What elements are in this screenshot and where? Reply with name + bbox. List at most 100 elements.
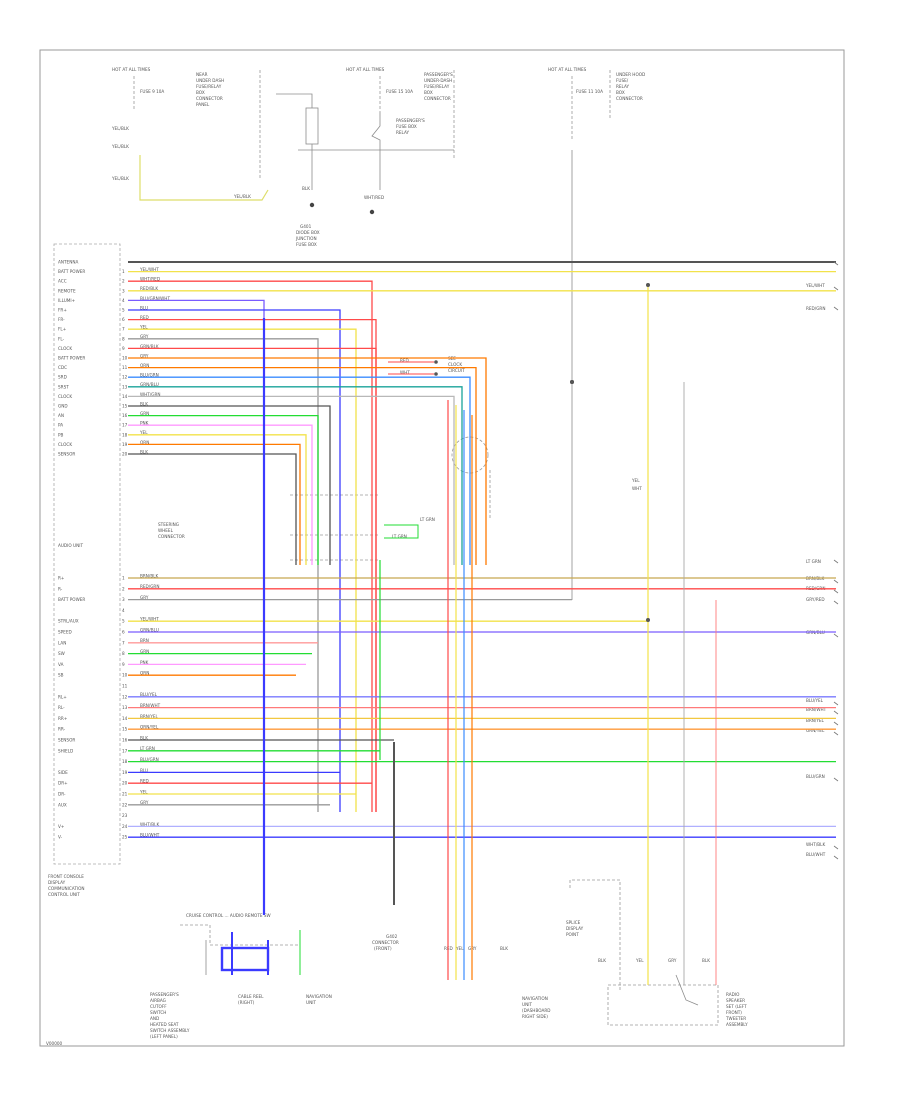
left-sub2-0: NAVIGATION [306,994,332,999]
ground-bottom-2: (FRONT) [374,946,392,951]
fuse-1-wire-1: YEL/BLK [111,144,129,149]
bottom-pin-label-0: R+ [58,576,65,581]
fuse-3-rating: FUSE 11 10A [576,89,603,94]
right-label-top-0: YEL/WHT [805,283,825,288]
relay-coil [305,107,319,145]
right-label-low-4: BLU/GRN [806,774,825,779]
clock-ref-2: CIRCUIT [448,368,465,373]
top-pin-number-8: 8 [122,336,125,341]
bottom-pin-label-6: LAN [58,640,66,645]
fuse-1-desc-3: BOX [196,90,205,95]
left-sub-0: CABLE REEL [238,994,264,999]
top-pin-wire-14: WHT/GRN [140,392,161,397]
fuse-1-desc-0: NEAR [196,72,208,77]
relay-label-0: PASSENGER'S [396,118,425,123]
top-wire-12 [128,376,471,565]
top-pin-label-20: SENSOR [58,452,75,457]
bottom-pin-label-20: DR- [58,792,66,797]
right-label-low-6: BLU/WHT [806,852,826,857]
bottom-pin-label-1: R- [58,586,63,591]
right-assembly-4: TWEETER [725,1016,746,1021]
mid-wire-tag: LT GRN [420,517,435,522]
fuse-1-header: HOT AT ALL TIMES [112,67,151,72]
top-pin-label-19: CLOCK [58,442,72,447]
bottom-pin-wire-18: BLU [140,768,148,773]
top-pin-label-15: GND [58,404,68,409]
top-pin-number-4: 4 [122,298,125,303]
top-pin-number-16: 16 [122,413,128,418]
fuse-3-desc-2: RELAY [616,84,630,89]
top-wire-16 [128,414,319,565]
top-wire-9 [128,347,377,812]
nav-unit-0: NAVIGATION [522,996,548,1001]
right-assembly-0: RADIO [726,992,740,997]
relay-bottom-1: DISPLAY [566,926,584,931]
bottom-pin-number-5: 6 [122,630,125,635]
audio-unit-title: AUDIO UNIT [58,543,83,548]
top-wire-19 [128,443,301,565]
bottom-pin-number-3: 4 [122,608,125,613]
bottom-pin-label-2: BATT POWER [58,597,85,602]
bottom-pin-wire-7: GRN [140,649,149,654]
bottom-pin-label-5: SPEED [58,630,72,635]
bottom-pin-number-19: 20 [122,781,128,786]
top-pin-label-14: CLOCK [58,394,72,399]
fuse-block-1: HOT AT ALL TIMES FUSE 9 10A NEAR UNDER D… [111,67,269,201]
bottom-pin-label-7: SW [58,651,65,656]
top-pin-label-5: FR+ [58,308,67,313]
edge-tick-1 [833,286,839,291]
bottom-pin-number-16: 17 [122,748,128,753]
edge-tick-6 [833,600,839,605]
fuse-2-desc-2: FUSE/RELAY [424,84,450,89]
splice-dot-2 [570,380,574,384]
edge-tick-11 [833,731,839,736]
fuse-1-wire-0: YEL/BLK [111,126,129,131]
top-pin-number-10: 10 [122,356,128,361]
conn-tag-1: YEL [635,958,644,963]
bottom-pin-number-4: 5 [122,619,125,624]
bottom-pin-wire-15: BLK [140,735,148,740]
fuse-2-desc-3: BOX [424,90,433,95]
edge-tick-3 [833,559,839,564]
top-wire-14 [128,395,455,565]
bottom-pin-wire-14: ORN/YEL [140,725,159,730]
top-wire-11 [128,366,477,565]
diagram-frame [39,49,845,1047]
top-pin-label-10: BATT POWER [58,356,85,361]
fuse-2-wire-1: WHT/RED [364,195,384,200]
ecu-footer-3: CONTROL UNIT [48,892,80,897]
bottom-pin-label-24: V- [58,835,63,840]
fuse-1-wire-2: YEL/BLK [111,176,129,181]
bottom-pin-wire-8: PNK [140,660,149,665]
audio-unit-box [53,243,121,865]
splice-dot-0 [646,283,650,287]
relay-bottom-2: POINT [566,932,579,937]
top-pin-label-8: FL- [58,336,65,341]
bottom-pin-wire-16: LT GRN [140,746,155,751]
bottom-pin-label-15: SENSOR [58,738,75,743]
bottom-pin-number-12: 13 [122,705,128,710]
top-pin-number-17: 17 [122,423,128,428]
yel-tag-0: YEL [631,478,640,483]
bottom-pin-number-24: 25 [122,835,128,840]
top-pin-number-9: 9 [122,346,125,351]
edge-tick-5 [833,589,839,594]
bottom-pin-wire-4: YEL/WHT [139,617,159,622]
left-sub2-1: UNIT [306,1000,316,1005]
right-label-mid-0: LT GRN [806,559,821,564]
top-pin-wire-20: BLK [140,449,148,454]
bottom-pin-number-18: 19 [122,770,128,775]
top-pin-wire-6: RED [140,315,149,320]
right-label-low-2: BRN/YEL [806,718,825,723]
left-assembly-5: HEATED SEAT [150,1022,179,1027]
top-pin-wire-15: BLK [140,401,148,406]
fuse-block-2: HOT AT ALL TIMES FUSE 15 10A PASSENGER'S… [276,67,455,247]
bottom-pin-wire-0: BRN/BLK [140,573,159,578]
conn-tag-2: GRY [668,958,677,963]
bottom-pin-label-19: DR+ [58,781,68,786]
top-wire-17 [128,424,313,565]
right-label-top-1: RED/GRN [806,306,825,311]
